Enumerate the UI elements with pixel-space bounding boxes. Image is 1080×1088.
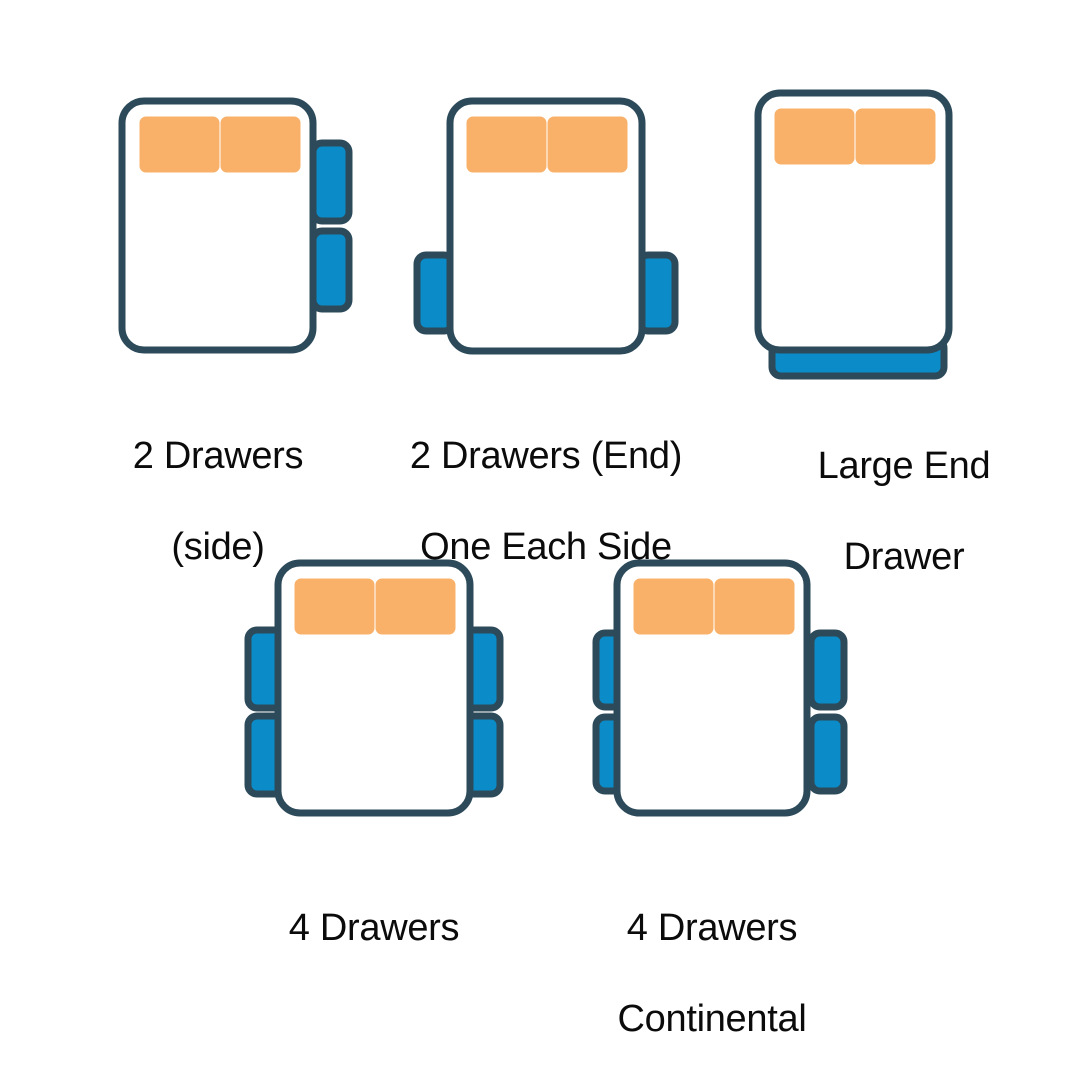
caption-line-1: 4 Drawers [626,906,798,949]
pillow-left [139,116,220,173]
bed-diagram-two-drawers-side [118,97,353,354]
bed-option-label-large-end-drawer: Large End Drawer [734,398,1074,626]
drawer-right-upper [807,629,848,711]
pillow-left [466,116,547,173]
caption-line-2: Drawer [843,535,965,578]
caption-line-2: Continental [617,997,807,1040]
drawer-right-lower [807,713,848,795]
bed-option-label-four-drawers: 4 Drawers [184,860,564,997]
pillow-left [774,108,855,165]
pillow-right [714,578,795,635]
caption-line-1: 4 Drawers [288,906,460,949]
caption-line-1: Large End [817,444,991,487]
caption-line-2: (side) [171,525,265,568]
bed-option-label-two-drawers-side: 2 Drawers (side) [82,388,354,616]
bed-diagram-four-drawers [244,559,504,817]
pillow-right [375,578,456,635]
pillow-right [855,108,936,165]
bed-diagram-four-drawers-continental [592,559,848,817]
pillow-left [294,578,375,635]
bed-option-four-drawers-continental[interactable]: 4 Drawers Continental [520,545,920,1040]
bed-option-label-four-drawers-continental: 4 Drawers Continental [522,860,902,1088]
bed-diagram-large-end-drawer [754,89,953,380]
pillow-right [547,116,628,173]
pillow-left [633,578,714,635]
bed-option-two-drawers-side[interactable]: 2 Drawers (side) [0,0,360,568]
bed-diagram-two-drawers-end [413,97,679,355]
bed-option-large-end-drawer[interactable]: Large End Drawer [720,0,1080,578]
pillow-right [220,116,301,173]
bed-option-four-drawers[interactable]: 4 Drawers [170,545,570,965]
bed-option-two-drawers-end[interactable]: 2 Drawers (End) One Each Side [340,0,740,568]
caption-line-1: 2 Drawers [132,434,304,477]
caption-line-1: 2 Drawers (End) [409,434,683,477]
